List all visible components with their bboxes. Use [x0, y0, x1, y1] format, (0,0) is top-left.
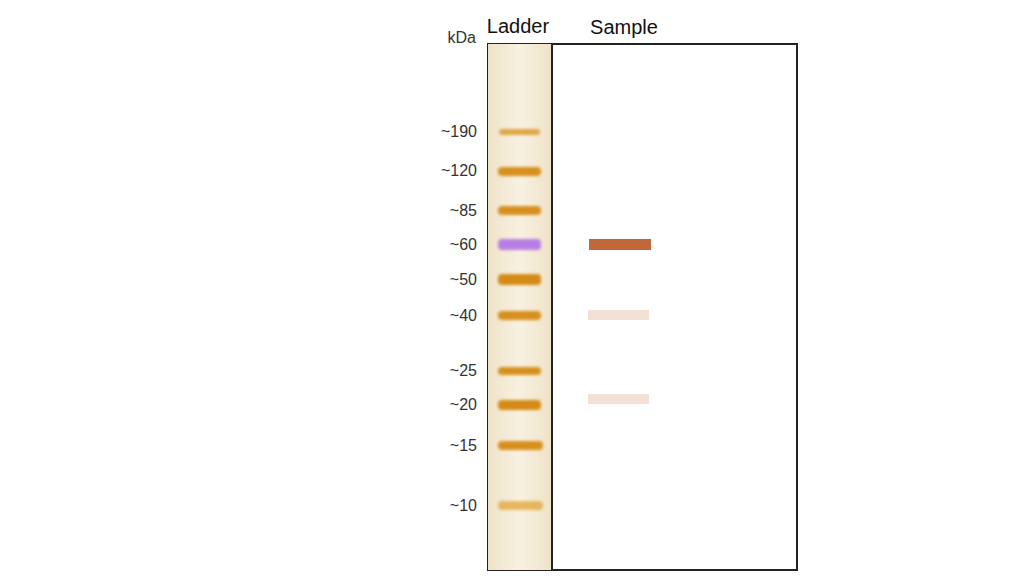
marker-size: ~15	[450, 437, 477, 455]
sample-band	[588, 310, 649, 320]
sample-band	[588, 394, 649, 404]
ladder-band	[498, 167, 541, 176]
ladder-bands	[498, 129, 543, 510]
marker-size: ~40	[450, 307, 477, 325]
ladder-band	[498, 400, 541, 410]
marker-size: ~85	[450, 202, 477, 220]
gel-lane: Ladder	[487, 43, 552, 571]
gel-lane: Sample	[551, 43, 798, 571]
ladder-band	[498, 441, 543, 450]
ladder-band	[498, 206, 541, 215]
ladder-band	[498, 501, 543, 510]
marker-size: ~50	[450, 271, 477, 289]
marker-size: ~120	[441, 162, 477, 180]
sample-band	[589, 239, 651, 250]
lane-heading: Ladder	[487, 15, 549, 38]
ladder-band	[498, 311, 541, 320]
lane-background	[488, 44, 551, 570]
unit-label: kDa	[448, 29, 476, 47]
lane-heading: Sample	[590, 16, 658, 39]
ladder-band	[498, 367, 541, 375]
marker-size: ~190	[441, 123, 477, 141]
ladder-band	[498, 239, 541, 250]
ladder-band	[498, 274, 541, 285]
marker-size: ~60	[450, 236, 477, 254]
marker-size: ~10	[450, 497, 477, 515]
marker-size: ~20	[450, 396, 477, 414]
ladder-band	[499, 129, 540, 135]
marker-size: ~25	[450, 362, 477, 380]
